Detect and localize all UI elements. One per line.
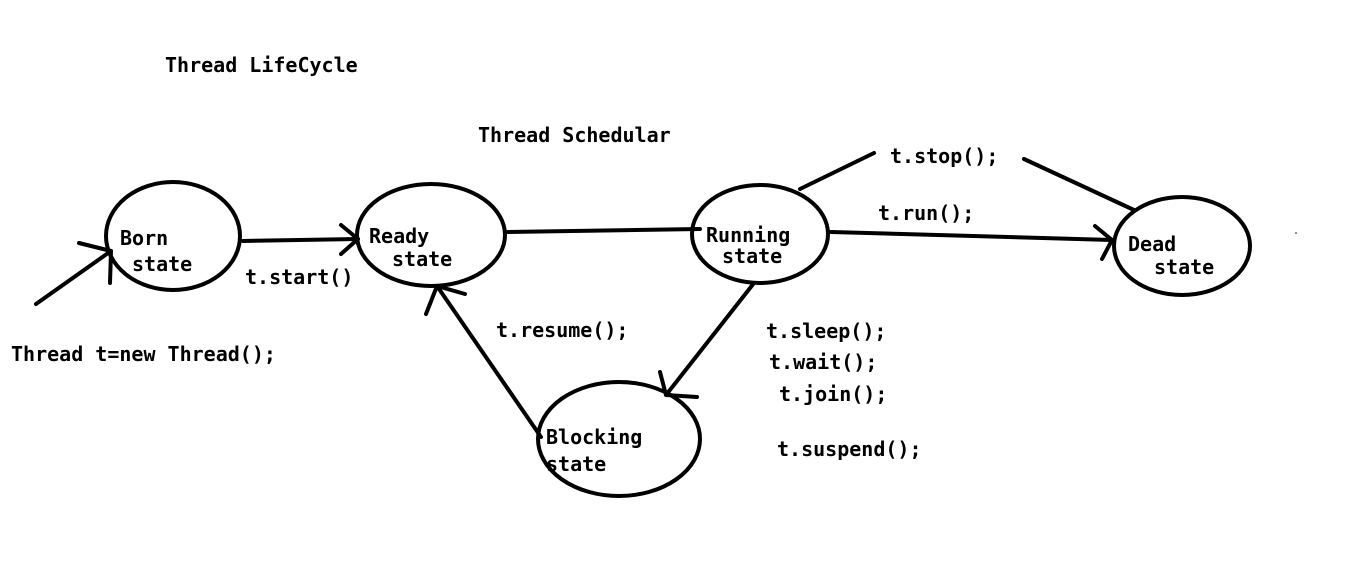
start-transition-label: t.start() xyxy=(245,265,354,289)
ready-to-running-line xyxy=(506,227,702,234)
running-state-label-line1: Running xyxy=(706,223,791,247)
stop-transition-label: t.stop(); xyxy=(890,144,999,168)
blocking-state-label-line1: Blocking xyxy=(546,425,643,449)
constructor-code-label: Thread t=new Thread(); xyxy=(11,342,276,366)
running-to-dead-line xyxy=(829,230,1114,242)
blocking-state-label-line2: state xyxy=(546,452,607,476)
ready-state-circle xyxy=(355,182,507,288)
dead-state-label-line1: Dead xyxy=(1128,232,1177,256)
resume-transition-label: t.resume(); xyxy=(496,318,629,342)
born-to-ready-line xyxy=(241,237,360,243)
dead-state-label-line2: state xyxy=(1154,255,1215,279)
stray-dot xyxy=(1295,232,1297,234)
stop-line-right xyxy=(1022,157,1136,212)
entry-arrow-head xyxy=(77,241,113,285)
dead-state-circle xyxy=(1112,195,1252,297)
running-to-blocking-line xyxy=(664,281,756,397)
running-to-dead-head xyxy=(1093,224,1114,261)
born-state-label-line2: state xyxy=(132,252,193,276)
join-transition-label: t.join(); xyxy=(779,382,888,406)
diagram-title: Thread LifeCycle xyxy=(165,53,358,77)
sleep-transition-label: t.sleep(); xyxy=(766,319,887,343)
running-to-blocking-head xyxy=(658,370,699,399)
running-state-circle xyxy=(690,183,830,285)
suspend-transition-label: t.suspend(); xyxy=(777,437,922,461)
blocking-to-ready-head xyxy=(424,284,467,316)
entry-arrow-line xyxy=(34,249,113,306)
stop-line-left xyxy=(798,151,876,191)
ready-state-label-line1: Ready xyxy=(369,224,430,248)
born-to-ready-head xyxy=(339,223,360,256)
scheduler-label: Thread Schedular xyxy=(478,123,671,147)
blocking-to-ready-line xyxy=(435,284,543,439)
wait-transition-label: t.wait(); xyxy=(769,350,878,374)
run-transition-label: t.run(); xyxy=(878,201,975,225)
ready-state-label-line2: state xyxy=(392,247,453,271)
born-state-label-line1: Born xyxy=(120,226,169,250)
born-state-circle xyxy=(104,180,242,292)
running-state-label-line2: state xyxy=(722,244,783,268)
blocking-state-circle xyxy=(536,380,702,498)
